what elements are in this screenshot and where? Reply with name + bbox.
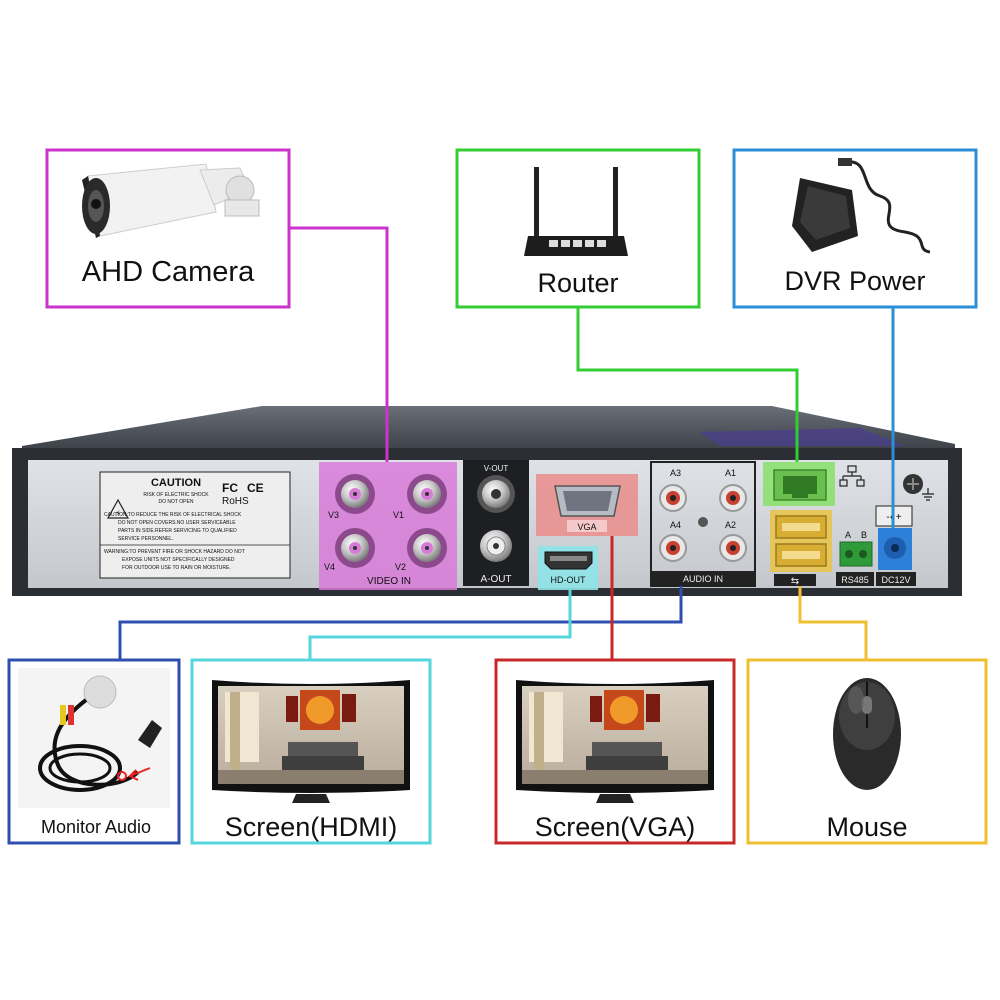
video-in-block: V3 V1 V4 V2 VIDEO IN bbox=[319, 462, 457, 590]
video-in-label: VIDEO IN bbox=[367, 576, 411, 587]
caution-title: CAUTION bbox=[151, 477, 201, 489]
lan-port-block bbox=[763, 462, 835, 506]
dvr-top-sticker bbox=[700, 428, 905, 446]
rca-port-a-out[interactable] bbox=[480, 530, 512, 562]
camera-line bbox=[288, 226, 389, 462]
hdmi-line bbox=[308, 590, 572, 660]
power-adapter-icon bbox=[792, 158, 931, 254]
monitor-audio-label: Monitor Audio bbox=[41, 817, 151, 837]
caution-line-1: CAUTION:TO REDUCE THE RISK OF ELECTRICAL… bbox=[104, 512, 242, 518]
hd-out-label: HD-OUT bbox=[551, 575, 586, 585]
vga-port[interactable] bbox=[554, 485, 621, 517]
ce-mark: CE bbox=[247, 481, 264, 495]
caution-line-5: WARNING:TO PREVENT FIRE OR SHOCK HAZARD … bbox=[104, 549, 245, 555]
tv-icon bbox=[516, 680, 714, 803]
monitor-audio-line bbox=[118, 586, 683, 660]
port-label-v4: V4 bbox=[324, 562, 335, 572]
rs485-label: RS485 bbox=[841, 575, 869, 585]
hdmi-port[interactable] bbox=[544, 551, 593, 570]
panel-screw bbox=[698, 517, 708, 527]
v-out-label: V-OUT bbox=[484, 464, 509, 473]
rca-port-a3[interactable] bbox=[659, 484, 687, 512]
router-icon bbox=[524, 167, 628, 256]
router-box: Router bbox=[455, 148, 701, 309]
caution-subtitle-2: DO NOT OPEN bbox=[159, 499, 194, 505]
port-label-a2: A2 bbox=[725, 520, 736, 530]
rs485-b-label: B bbox=[861, 530, 867, 540]
caution-line-4: SERVICE PERSONNEL. bbox=[118, 536, 173, 542]
screen-vga-box: Screen(VGA) bbox=[494, 658, 736, 845]
hdmi-port-block: HD-OUT bbox=[538, 546, 598, 590]
rca-port-a4[interactable] bbox=[659, 534, 687, 562]
bnc-port-v-out[interactable] bbox=[477, 475, 515, 513]
bnc-port-v4[interactable] bbox=[335, 528, 375, 568]
screen-hdmi-label: Screen(HDMI) bbox=[225, 812, 398, 842]
screen-vga-label: Screen(VGA) bbox=[535, 812, 696, 842]
caution-line-2: DO NOT OPEN COVERS.NO USER SERVICEABLE bbox=[118, 520, 236, 526]
microphone-cable-icon bbox=[38, 675, 162, 792]
fcc-mark: FC bbox=[222, 481, 238, 495]
caution-line-6: EXPOSE UNITS NOT SPECIFICALLY DESIGNED bbox=[122, 557, 235, 563]
usb-port-block: ⇆ bbox=[770, 510, 832, 587]
bnc-port-v2[interactable] bbox=[407, 528, 447, 568]
audio-in-block: AUDIO IN A3 A1 A4 A2 bbox=[650, 461, 756, 587]
bnc-port-v1[interactable] bbox=[407, 474, 447, 514]
caution-subtitle-1: RISK OF ELECTRIC SHOCK bbox=[143, 492, 209, 498]
monitor-audio-box: Monitor Audio bbox=[7, 658, 181, 845]
rj45-port[interactable] bbox=[773, 469, 827, 501]
network-symbol-icon bbox=[839, 465, 865, 487]
mouse-box: Mouse bbox=[746, 658, 988, 845]
ground-screw-icon bbox=[903, 474, 934, 501]
bnc-port-v3[interactable] bbox=[335, 474, 375, 514]
router-label: Router bbox=[537, 268, 618, 298]
vga-port-block: VGA bbox=[536, 474, 638, 536]
tv-icon bbox=[212, 680, 410, 803]
rca-port-a1[interactable] bbox=[719, 484, 747, 512]
mouse-label: Mouse bbox=[826, 812, 907, 842]
port-label-v2: V2 bbox=[395, 562, 406, 572]
camera-label: AHD Camera bbox=[82, 256, 255, 288]
bullet-camera-icon bbox=[82, 163, 260, 238]
rs485-terminal[interactable] bbox=[839, 541, 873, 567]
caution-line-7: FOR OUTDOOR USE TO RAIN OR MOISTURE. bbox=[122, 565, 231, 571]
port-label-a1: A1 bbox=[725, 468, 736, 478]
connection-lines bbox=[118, 226, 895, 660]
screen-hdmi-box: Screen(HDMI) bbox=[190, 658, 432, 845]
usb-port-2[interactable] bbox=[775, 543, 827, 567]
vga-label: VGA bbox=[577, 522, 596, 532]
port-label-a4: A4 bbox=[670, 520, 681, 530]
a-out-label: A-OUT bbox=[480, 574, 511, 585]
router-line bbox=[576, 308, 799, 462]
shock-warning-icon bbox=[106, 498, 130, 519]
port-label-a3: A3 bbox=[670, 468, 681, 478]
caution-label: ⚡ CAUTION RISK OF ELECTRIC SHOCK DO NOT … bbox=[99, 471, 291, 579]
rohs-mark: RoHS bbox=[222, 496, 249, 507]
power-label: DVR Power bbox=[784, 266, 925, 296]
av-out-block: V-OUT A-OUT bbox=[463, 460, 529, 586]
rs485-a-label: A bbox=[845, 530, 851, 540]
usb-symbol-icon: ⇆ bbox=[791, 576, 799, 587]
rca-port-a2[interactable] bbox=[719, 534, 747, 562]
dc12v-block: -◐+ DC12V bbox=[875, 505, 916, 586]
usb-port-1[interactable] bbox=[775, 515, 827, 539]
mouse-line bbox=[798, 586, 868, 660]
mouse-icon bbox=[833, 678, 901, 790]
power-box: DVR Power bbox=[732, 148, 978, 309]
port-label-v1: V1 bbox=[393, 510, 404, 520]
rs485-block: A B RS485 bbox=[836, 530, 874, 586]
camera-box: AHD Camera bbox=[45, 148, 291, 309]
caution-line-3: PARTS IN SIDE.REFER SERVICING TO QUALIFI… bbox=[118, 528, 237, 534]
svg-text:⚡: ⚡ bbox=[115, 509, 121, 518]
dc-power-jack[interactable] bbox=[884, 537, 906, 559]
port-label-v3: V3 bbox=[328, 510, 339, 520]
audio-in-label: AUDIO IN bbox=[683, 574, 723, 584]
dc12v-label: DC12V bbox=[881, 575, 910, 585]
